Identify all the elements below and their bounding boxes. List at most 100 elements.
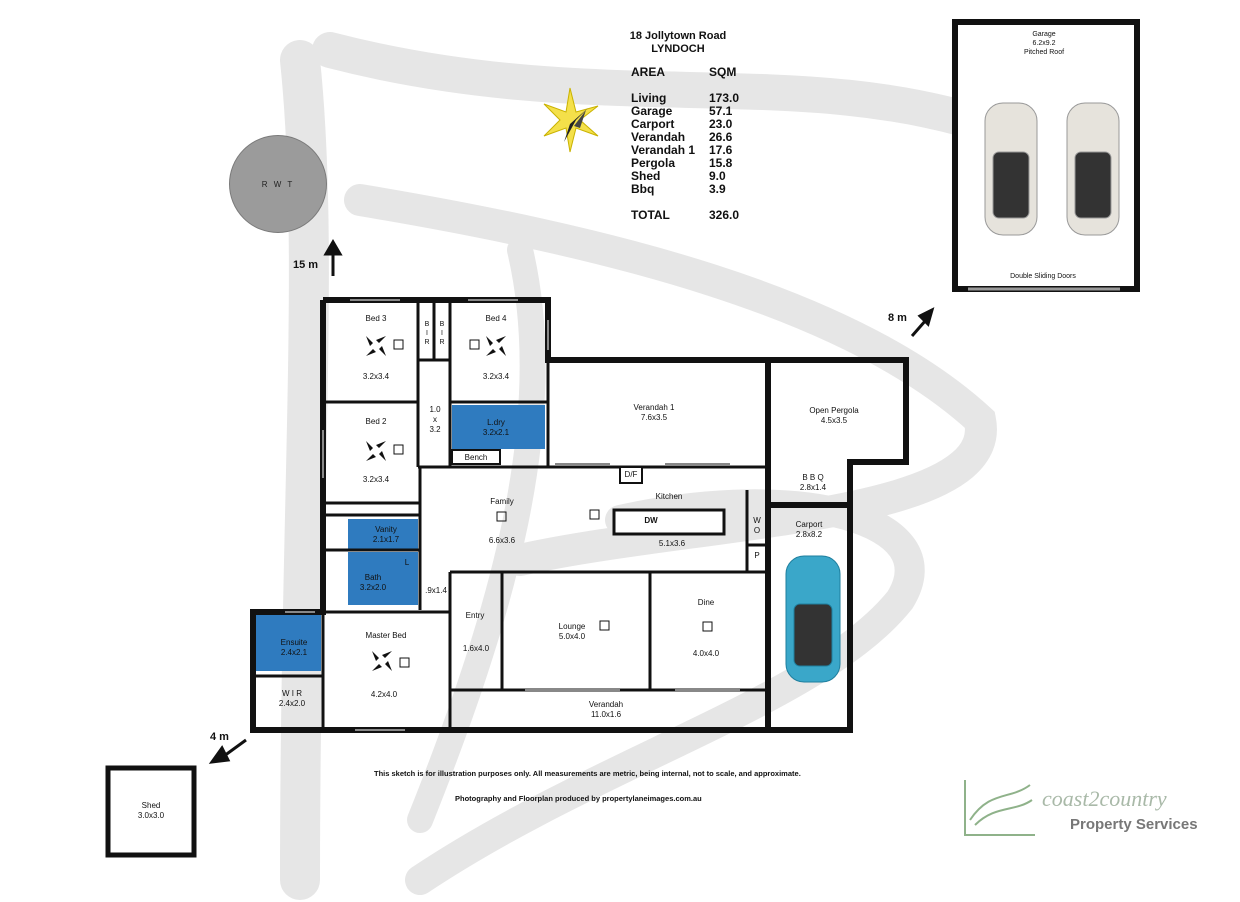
room-name: Open Pergola bbox=[809, 406, 859, 415]
room-dim: 11.0x1.6 bbox=[590, 710, 622, 719]
room-shed: Shed 3.0x3.0 bbox=[138, 801, 164, 821]
room-note: Pitched Roof bbox=[1023, 49, 1065, 56]
area-label: Carport bbox=[631, 117, 675, 131]
disclaimer-note: This sketch is for illustration purposes… bbox=[374, 769, 801, 778]
room-dine: Dine bbox=[697, 598, 715, 607]
room-masterbed: Master Bed bbox=[365, 631, 407, 640]
room-bir2: B I R bbox=[439, 321, 445, 346]
room-garage: Garage 6.2x9.2 Pitched Roof bbox=[1024, 30, 1064, 57]
area-label: Verandah bbox=[631, 130, 686, 144]
room-carport: Carport 2.8x8.2 bbox=[796, 520, 823, 540]
hall-line1: 1.0 bbox=[429, 405, 441, 414]
area-value: 9.0 bbox=[709, 169, 726, 183]
rainwater-tank: R W T bbox=[229, 135, 327, 233]
credit-note: Photography and Floorplan produced by pr… bbox=[455, 794, 702, 803]
room-ensuite: Ensuite 2.4x2.1 bbox=[281, 638, 308, 658]
wo-line1: W bbox=[753, 516, 761, 525]
room-dim: 2.1x1.7 bbox=[372, 535, 400, 544]
room-dim: 2.4x2.1 bbox=[280, 648, 308, 657]
area-label: Shed bbox=[631, 169, 661, 183]
room-pergola: Open Pergola 4.5x3.5 bbox=[809, 406, 858, 426]
df-box bbox=[619, 466, 643, 484]
hall-line3: 3.2 bbox=[429, 425, 441, 434]
room-lounge: Lounge 5.0x4.0 bbox=[559, 622, 586, 642]
garage-doors: Double Sliding Doors bbox=[1010, 273, 1076, 280]
room-dine-dim: 4.0x4.0 bbox=[692, 649, 720, 658]
room-dim: 4.5x3.5 bbox=[820, 416, 848, 425]
area-label: Verandah 1 bbox=[631, 143, 696, 157]
total-value: 326.0 bbox=[709, 208, 740, 222]
room-ldry: L.dry 3.2x2.1 bbox=[483, 418, 509, 438]
room-df: D/F bbox=[624, 470, 638, 479]
car-icon bbox=[1066, 102, 1120, 236]
area-value: 3.9 bbox=[709, 182, 726, 196]
room-dim: 3.2x2.0 bbox=[359, 583, 387, 592]
north-compass-icon bbox=[543, 87, 599, 153]
room-wir: W I R 2.4x2.0 bbox=[279, 689, 305, 709]
distance-arrows bbox=[208, 239, 935, 764]
room-name: Bed 3 bbox=[365, 314, 387, 323]
windows bbox=[285, 299, 740, 731]
area-label: Living bbox=[631, 91, 667, 105]
brand-logo-icon bbox=[964, 780, 1035, 836]
area-label: Pergola bbox=[631, 156, 676, 170]
area-label: Garage bbox=[631, 104, 673, 118]
room-bir1: B I R bbox=[424, 321, 430, 346]
carport-car-icon bbox=[785, 555, 841, 683]
room-name: L.dry bbox=[487, 418, 505, 427]
room-dw: DW bbox=[644, 516, 658, 525]
room-dim: 3.2x2.1 bbox=[482, 428, 510, 437]
area-value: 57.1 bbox=[709, 104, 733, 118]
room-wo: W O bbox=[753, 516, 761, 536]
room-name: Lounge bbox=[558, 622, 586, 631]
room-hall: 1.0 x 3.2 bbox=[429, 405, 440, 435]
room-bench: Bench bbox=[464, 453, 488, 462]
room-dim: 7.6x3.5 bbox=[640, 413, 668, 422]
wo-line2: O bbox=[753, 526, 761, 535]
room-kitchen-dim: 5.1x3.6 bbox=[658, 539, 686, 548]
room-entry: Entry bbox=[465, 611, 485, 620]
room-name: Bath bbox=[364, 573, 382, 582]
brand-name: coast2country bbox=[1042, 786, 1167, 811]
room-entry-dim: 1.6x4.0 bbox=[462, 644, 490, 653]
room-dim: 3.0x3.0 bbox=[137, 811, 165, 820]
room-name: Shed bbox=[141, 801, 161, 810]
area-value: 17.6 bbox=[709, 143, 733, 157]
room-dim: 2.8x1.4 bbox=[799, 483, 827, 492]
room-name: Ensuite bbox=[280, 638, 308, 647]
sqm-col-header: SQM bbox=[709, 65, 737, 79]
room-name: Garage bbox=[1032, 31, 1056, 38]
room-verandah1: Verandah 1 7.6x3.5 bbox=[634, 403, 675, 423]
room-vanity: Vanity 2.1x1.7 bbox=[373, 525, 399, 545]
rwt-label: R W T bbox=[261, 179, 295, 189]
distance-8m: 8 m bbox=[888, 312, 907, 324]
room-kitchen: Kitchen bbox=[655, 492, 683, 501]
address-line2: LYNDOCH bbox=[651, 43, 705, 55]
hall-line2: x bbox=[433, 415, 437, 424]
bench-box bbox=[451, 449, 501, 465]
room-p: P bbox=[754, 551, 760, 560]
light-fixture-icons bbox=[393, 339, 713, 668]
distance-15m: 15 m bbox=[293, 259, 319, 271]
room-bed3: Bed 3 bbox=[366, 314, 387, 324]
room-verandah: Verandah 11.0x1.6 bbox=[589, 700, 623, 720]
room-dim: 5.0x4.0 bbox=[558, 632, 586, 641]
room-dim: 6.2x9.2 bbox=[1032, 40, 1056, 47]
room-bed4-dim: 3.2x3.4 bbox=[482, 372, 510, 381]
room-family: Family bbox=[490, 497, 514, 506]
room-name: Verandah 1 bbox=[633, 403, 675, 412]
dw-island bbox=[612, 508, 726, 536]
room-dim: 2.4x2.0 bbox=[278, 699, 306, 708]
room-passage: .9x1.4 bbox=[425, 586, 447, 595]
room-bath: Bath 3.2x2.0 bbox=[360, 573, 386, 593]
room-name: B B Q bbox=[802, 473, 824, 482]
room-masterbed-dim: 4.2x4.0 bbox=[370, 690, 398, 699]
room-bed2-dim: 3.2x3.4 bbox=[362, 475, 390, 484]
room-family-dim: 6.6x3.6 bbox=[488, 536, 516, 545]
shed-outline bbox=[105, 765, 197, 858]
car-icon bbox=[984, 102, 1038, 236]
room-bbq: B B Q 2.8x1.4 bbox=[800, 473, 826, 493]
internal-walls bbox=[253, 300, 768, 730]
